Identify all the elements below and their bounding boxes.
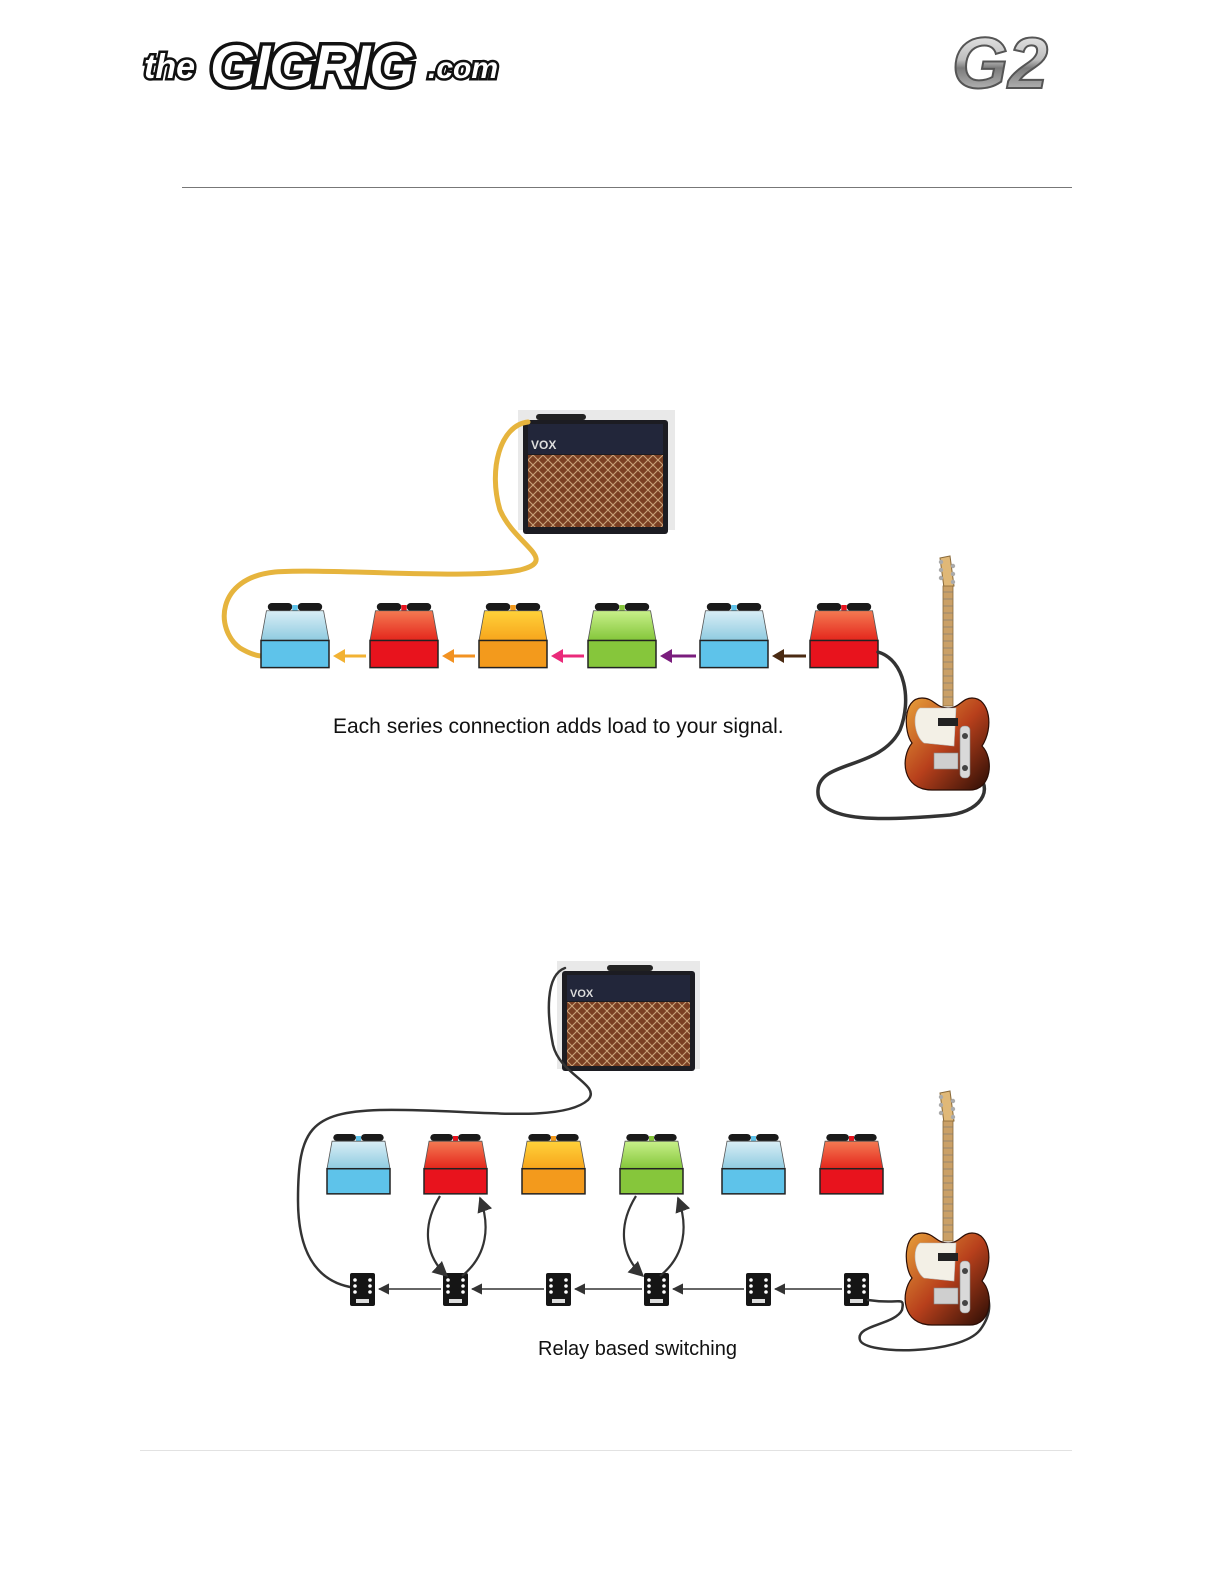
loop-return-cable — [462, 1198, 486, 1276]
loop-send-cable — [624, 1196, 643, 1276]
relay-switch — [746, 1273, 771, 1306]
effects-pedal-green — [620, 1134, 683, 1194]
signal-arrow — [551, 649, 584, 663]
amp-grille — [567, 1002, 690, 1066]
effects-pedal-blue — [327, 1134, 390, 1194]
effects-pedal-blue — [700, 603, 768, 668]
effects-pedal-green — [588, 603, 656, 668]
series-diagram: VOX — [224, 410, 989, 819]
effects-pedal-red — [820, 1134, 883, 1194]
relay-switch — [546, 1273, 571, 1306]
relay-loop-cables — [428, 1196, 684, 1276]
loop-send-cable — [428, 1196, 447, 1276]
series-amp: VOX — [518, 410, 675, 534]
footer-divider — [140, 1450, 1072, 1451]
relay-caption: Relay based switching — [538, 1338, 737, 1361]
amp-brand-label: VOX — [531, 438, 556, 452]
relay-switch — [844, 1273, 869, 1306]
relay-switch — [350, 1273, 375, 1306]
series-pedal-row — [261, 603, 878, 668]
relay-amp-cable — [298, 968, 591, 1287]
signal-arrow — [772, 649, 806, 663]
effects-pedal-blue — [722, 1134, 785, 1194]
signal-arrow — [660, 649, 696, 663]
relay-amp: VOX — [557, 961, 700, 1071]
relay-switch — [644, 1273, 669, 1306]
amp-brand-label: VOX — [570, 988, 594, 1000]
relay-switch — [443, 1273, 468, 1306]
effects-pedal-red — [424, 1134, 487, 1194]
signal-arrow — [442, 649, 475, 663]
amp-grille — [528, 455, 663, 527]
relay-pedal-row — [327, 1134, 883, 1194]
effects-pedal-orange — [522, 1134, 585, 1194]
relay-guitar — [905, 1091, 989, 1325]
effects-pedal-red — [370, 603, 438, 668]
relay-diagram: VOX — [298, 961, 989, 1350]
effects-pedal-orange — [479, 603, 547, 668]
relay-switch-row — [350, 1273, 869, 1306]
series-guitar — [905, 556, 989, 790]
effects-pedal-blue — [261, 603, 329, 668]
effects-pedal-red — [810, 603, 878, 668]
loop-return-cable — [660, 1198, 684, 1276]
signal-arrow — [333, 649, 366, 663]
series-caption: Each series connection adds load to your… — [333, 715, 784, 739]
